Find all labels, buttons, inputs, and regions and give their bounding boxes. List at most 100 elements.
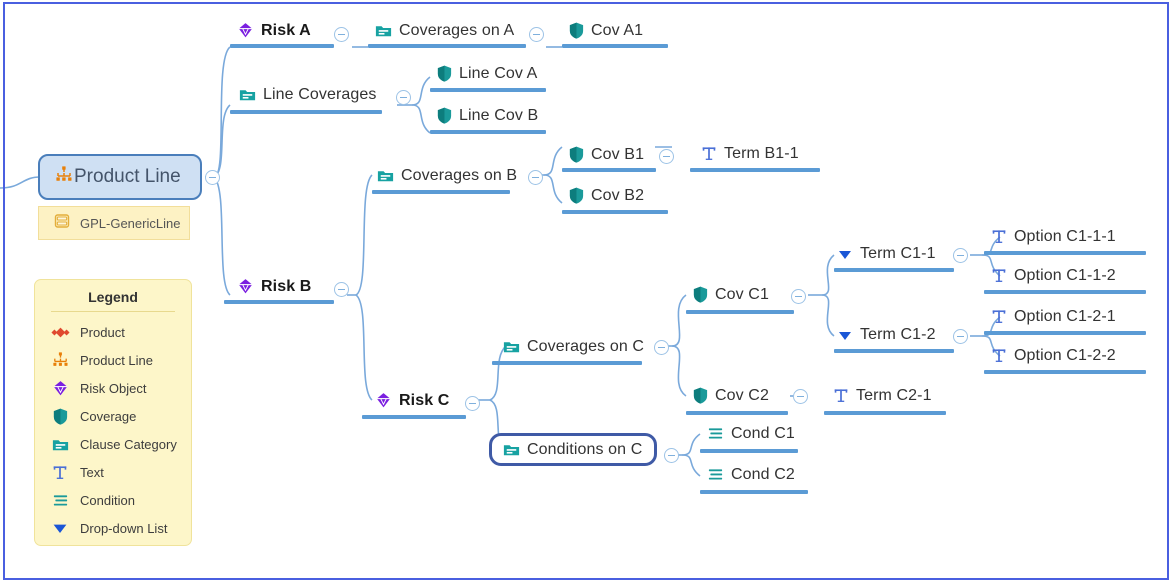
legend-item-label: Text: [80, 464, 104, 480]
node-label: Term C1-1: [860, 245, 936, 262]
toggle-risk-a[interactable]: [334, 27, 349, 42]
product-icon: [49, 323, 71, 342]
node-risk-a[interactable]: Risk A: [236, 21, 311, 40]
legend-item-product-line: Product Line: [35, 346, 191, 374]
text-icon: [49, 463, 71, 482]
node-term-c1-2[interactable]: Term C1-2: [836, 326, 936, 344]
node-label: Option C1-2-2: [1014, 346, 1116, 364]
node-term-b1-1[interactable]: Term B1-1: [700, 144, 799, 163]
generic-line-icon: [53, 212, 71, 235]
node-cond-c1[interactable]: Cond C1: [706, 425, 795, 442]
node-option-c1-2-2[interactable]: Option C1-2-2: [990, 346, 1116, 365]
text-icon: [990, 346, 1008, 365]
node-coverages-on-b[interactable]: Coverages on B: [376, 166, 517, 185]
underline-line-coverages: [230, 110, 382, 114]
node-conditions-on-c[interactable]: Conditions on C: [489, 433, 658, 466]
underline-coverages-on-a: [368, 44, 526, 48]
node-label: Risk B: [261, 277, 312, 295]
condition-icon: [49, 492, 71, 509]
node-cov-b1[interactable]: Cov B1: [568, 145, 644, 164]
underline-risk-c: [362, 415, 466, 419]
clause-category-icon: [374, 21, 393, 40]
drop-down-list-icon: [836, 245, 854, 263]
toggle-cov-b1[interactable]: [659, 149, 674, 164]
node-coverages-on-a[interactable]: Coverages on A: [374, 21, 514, 40]
toggle-product-line[interactable]: [205, 170, 220, 185]
node-cov-c2[interactable]: Cov C2: [692, 386, 769, 405]
toggle-term-c1-2[interactable]: [953, 329, 968, 344]
toggle-risk-c[interactable]: [465, 396, 480, 411]
coverage-icon: [436, 106, 453, 125]
toggle-cov-c2[interactable]: [793, 389, 808, 404]
underline-cond-c2: [700, 490, 808, 494]
underline-term-c2-1: [824, 411, 946, 415]
node-line-coverages[interactable]: Line Coverages: [238, 85, 376, 104]
node-term-c2-1[interactable]: Term C2-1: [832, 386, 932, 405]
legend-item-label: Product Line: [80, 352, 153, 368]
legend-item-condition: Condition: [35, 486, 191, 514]
node-coverages-on-c[interactable]: Coverages on C: [502, 337, 644, 356]
risk-object-icon: [236, 21, 255, 40]
node-cond-c2[interactable]: Cond C2: [706, 466, 795, 483]
node-cov-c1[interactable]: Cov C1: [692, 285, 769, 304]
node-label: Line Cov A: [459, 64, 538, 82]
underline-option-c1-1-1: [984, 251, 1146, 255]
underline-cov-c2: [686, 411, 788, 415]
legend-item-risk-object: Risk Object: [35, 374, 191, 402]
underline-cov-c1: [686, 310, 794, 314]
text-icon: [700, 144, 718, 163]
legend-item-label: Clause Category: [80, 436, 177, 452]
node-term-c1-1[interactable]: Term C1-1: [836, 245, 936, 263]
underline-option-c1-2-1: [984, 331, 1146, 335]
clause-category-icon: [502, 337, 521, 356]
node-label: Cov C2: [715, 386, 769, 404]
legend-item-text: Text: [35, 458, 191, 486]
text-icon: [832, 386, 850, 405]
node-label: Cond C1: [731, 424, 795, 442]
coverage-icon: [568, 21, 585, 40]
node-option-c1-1-1[interactable]: Option C1-1-1: [990, 227, 1116, 246]
node-product-line[interactable]: Product Line: [38, 154, 202, 200]
node-risk-b[interactable]: Risk B: [236, 277, 311, 296]
clause-category-icon: [502, 440, 521, 459]
legend-item-label: Condition: [80, 492, 135, 508]
drop-down-list-icon: [49, 519, 71, 537]
underline-term-b1-1: [690, 168, 820, 172]
risk-object-icon: [49, 379, 71, 398]
risk-object-icon: [374, 391, 393, 410]
underline-risk-a: [230, 44, 334, 48]
legend-item-clause-category: Clause Category: [35, 430, 191, 458]
clause-category-icon: [376, 166, 395, 185]
underline-term-c1-1: [834, 268, 954, 272]
node-label: Risk C: [399, 391, 450, 409]
underline-cov-b1: [562, 168, 656, 172]
badge-generic-line: GPL-GenericLine: [38, 206, 190, 240]
node-label: Cov A1: [591, 21, 644, 39]
toggle-cov-c1[interactable]: [791, 289, 806, 304]
legend-divider: [51, 311, 175, 312]
node-line-cov-a[interactable]: Line Cov A: [436, 64, 537, 83]
toggle-coverages-on-c[interactable]: [654, 340, 669, 355]
node-label: Product Line: [74, 166, 181, 187]
toggle-coverages-on-b[interactable]: [528, 170, 543, 185]
node-risk-c[interactable]: Risk C: [374, 391, 449, 410]
node-line-cov-b[interactable]: Line Cov B: [436, 106, 538, 125]
node-label: Term B1-1: [724, 144, 799, 162]
text-icon: [990, 266, 1008, 285]
node-cov-a1[interactable]: Cov A1: [568, 21, 643, 40]
node-label: Coverages on B: [401, 166, 518, 184]
product-line-icon: [54, 165, 74, 190]
toggle-line-coverages[interactable]: [396, 90, 411, 105]
node-cov-b2[interactable]: Cov B2: [568, 186, 644, 205]
toggle-term-c1-1[interactable]: [953, 248, 968, 263]
toggle-conditions-on-c[interactable]: [664, 448, 679, 463]
node-option-c1-2-1[interactable]: Option C1-2-1: [990, 307, 1116, 326]
node-label: Coverages on A: [399, 21, 515, 39]
node-label: Line Coverages: [263, 85, 377, 103]
risk-object-icon: [236, 277, 255, 296]
node-label: Cov C1: [715, 285, 769, 303]
node-option-c1-1-2[interactable]: Option C1-1-2: [990, 266, 1116, 285]
toggle-risk-b[interactable]: [334, 282, 349, 297]
toggle-coverages-on-a[interactable]: [529, 27, 544, 42]
coverage-icon: [692, 285, 709, 304]
